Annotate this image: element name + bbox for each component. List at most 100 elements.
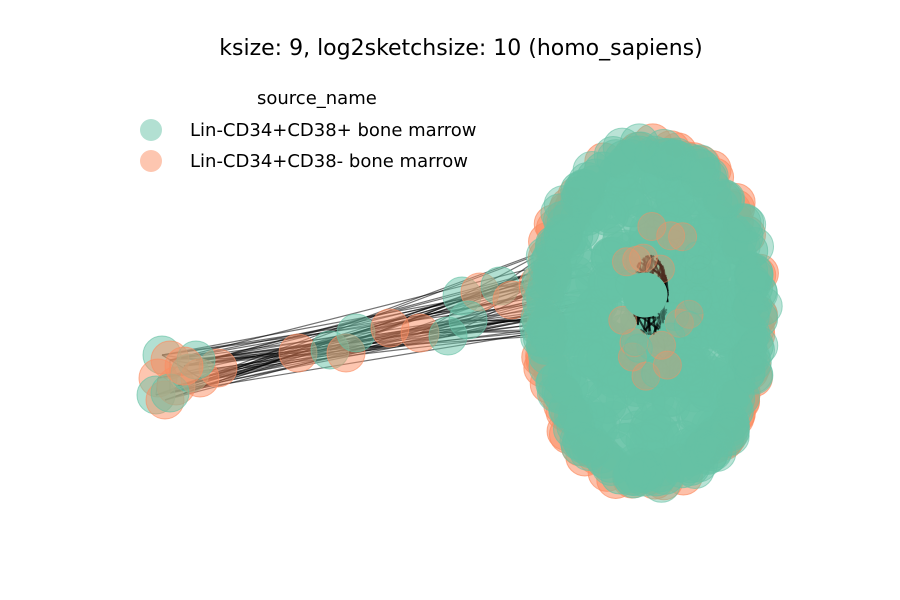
- graph-node: [653, 200, 693, 240]
- graph-node: [660, 443, 700, 483]
- graph-node: [680, 148, 720, 188]
- graph-node: [608, 305, 638, 335]
- graph-node: [656, 322, 686, 352]
- graph-node: [620, 326, 650, 356]
- graph-node: [562, 171, 602, 211]
- graph-node: [659, 141, 699, 181]
- graph-node: [636, 331, 666, 361]
- legend: source_name Lin-CD34+CD38+ bone marrow L…: [132, 88, 542, 184]
- graph-node: [536, 373, 576, 413]
- graph-node: [649, 358, 689, 398]
- graph-node: [706, 179, 746, 219]
- graph-node: [548, 390, 588, 430]
- legend-item-cd38-negative: Lin-CD34+CD38- bone marrow: [140, 149, 468, 173]
- graph-node: [554, 395, 594, 435]
- graph-node: [718, 219, 758, 259]
- graph-node: [680, 158, 720, 198]
- graph-node: [668, 222, 698, 252]
- graph-node: [734, 254, 774, 294]
- graph-node: [598, 152, 638, 192]
- graph-nodes: [136, 123, 783, 503]
- graph-node: [543, 200, 583, 240]
- graph-node: [540, 193, 580, 233]
- graph-node: [637, 211, 667, 241]
- graph-node: [336, 313, 376, 353]
- graph-node: [529, 316, 569, 356]
- graph-node: [734, 267, 774, 307]
- legend-item-cd38-positive: Lin-CD34+CD38+ bone marrow: [140, 118, 477, 142]
- legend-label-cd38-negative: Lin-CD34+CD38- bone marrow: [190, 150, 468, 172]
- legend-title: source_name: [257, 88, 377, 109]
- graph-node: [655, 301, 685, 331]
- graph-node: [660, 302, 690, 332]
- graph-node: [716, 378, 756, 418]
- graph-node: [527, 246, 567, 286]
- graph-node: [646, 330, 676, 360]
- graph-node: [543, 376, 583, 416]
- legend-marker-cd38-positive: [140, 119, 162, 141]
- graph-node: [521, 260, 561, 300]
- graph-node: [731, 338, 771, 378]
- graph-node: [590, 240, 630, 280]
- graph-node: [642, 447, 682, 487]
- graph-node: [733, 285, 773, 325]
- graph-node: [732, 343, 772, 383]
- graph-node: [631, 361, 661, 391]
- graph-node: [656, 221, 686, 251]
- graph-node: [619, 123, 659, 163]
- graph-node: [543, 214, 583, 254]
- graph-node: [560, 426, 600, 466]
- graph-node: [623, 333, 653, 363]
- graph-node: [684, 255, 714, 285]
- figure-title: ksize: 9, log2sketchsize: 10 (homo_sapie…: [219, 36, 703, 61]
- graph-node: [527, 305, 567, 345]
- graph-node: [581, 434, 621, 474]
- graph-node: [656, 137, 696, 177]
- graph-node: [703, 178, 743, 218]
- graph-node: [521, 300, 561, 340]
- graph-node: [617, 342, 647, 372]
- graph-node: [641, 359, 671, 389]
- legend-label-cd38-positive: Lin-CD34+CD38+ bone marrow: [190, 119, 477, 141]
- graph-node: [675, 450, 715, 490]
- graph-node: [164, 346, 204, 386]
- graph-node: [689, 434, 729, 474]
- graph-node: [664, 308, 694, 338]
- graph-node: [622, 272, 668, 318]
- graph-node: [743, 286, 783, 326]
- graph-node: [520, 317, 560, 357]
- graph-node: [683, 285, 713, 315]
- graph-node: [611, 247, 641, 277]
- graph-node: [736, 330, 776, 370]
- graph-node: [562, 301, 602, 341]
- graph-node: [532, 237, 572, 277]
- graph-node: [601, 226, 631, 256]
- graph-node: [641, 463, 681, 503]
- graph-edge: [636, 262, 641, 268]
- graph-node: [528, 347, 568, 387]
- graph-node: [684, 262, 714, 292]
- graph-node: [569, 432, 609, 472]
- graph-node: [684, 429, 724, 469]
- graph-node: [587, 384, 627, 424]
- graph-node: [629, 243, 659, 273]
- graph-node: [572, 151, 612, 191]
- graph-node: [683, 241, 713, 271]
- graph-node: [618, 447, 658, 487]
- graph-node: [652, 350, 682, 380]
- graph-node: [553, 195, 593, 235]
- graph-node: [710, 412, 750, 452]
- graph-edge: [642, 308, 668, 333]
- graph-node: [448, 300, 488, 340]
- legend-marker-cd38-negative: [140, 150, 162, 172]
- graph-node: [602, 127, 642, 167]
- graph-node: [619, 328, 649, 358]
- graph-node: [625, 457, 665, 497]
- graph-node: [674, 299, 704, 329]
- graph-node: [673, 310, 703, 340]
- graph-node: [725, 203, 765, 243]
- graph-node: [574, 427, 614, 467]
- graph-node: [644, 137, 684, 177]
